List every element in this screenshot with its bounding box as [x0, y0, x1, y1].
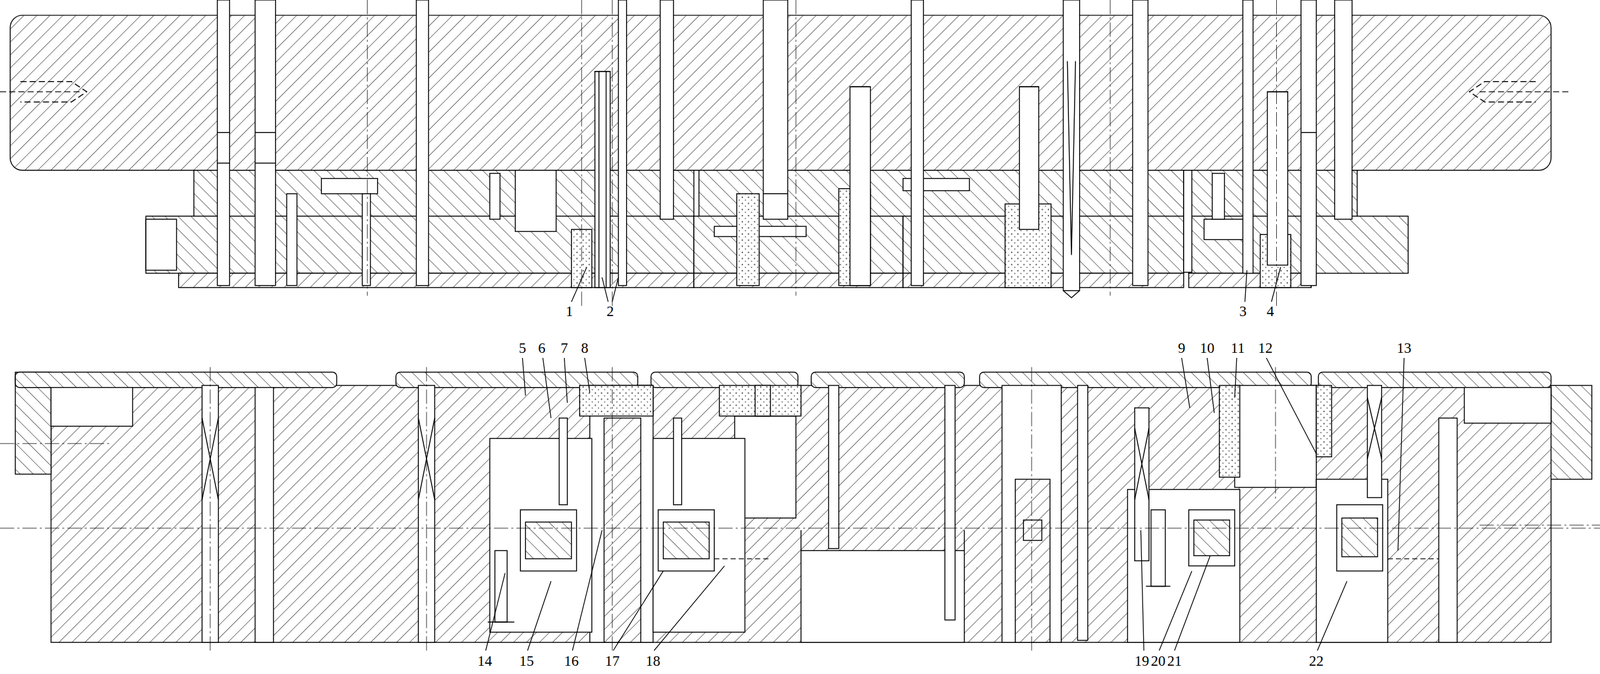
callout-number: 19: [1134, 653, 1149, 669]
callout-number: 5: [518, 340, 527, 355]
callout-number: 6: [537, 340, 546, 355]
callout-number: 1: [565, 303, 574, 319]
leader-lines: [486, 267, 1405, 651]
callout-number: 12: [1257, 340, 1273, 355]
callout-number: 7: [560, 340, 569, 355]
callout-number: 22: [1309, 653, 1324, 669]
callout-number: 21: [1167, 653, 1182, 669]
callout-number: 17: [605, 653, 620, 669]
upper-die: [0, 0, 1572, 307]
callout-number: 11: [1230, 340, 1245, 355]
callout-number: 4: [1266, 303, 1275, 319]
callout-number: 15: [518, 653, 534, 669]
callout-number: 2: [606, 303, 615, 319]
callout-number: 8: [581, 340, 589, 355]
callout-number: 13: [1396, 340, 1412, 355]
callout-number: 18: [645, 653, 661, 669]
callout-number: 16: [563, 653, 579, 669]
callout-number: 10: [1200, 340, 1215, 355]
lower-die: [0, 366, 1600, 653]
callout-number: 20: [1150, 653, 1166, 669]
callout-number: 3: [1239, 303, 1248, 319]
callout-number: 14: [477, 653, 492, 669]
callout-number: 9: [1177, 340, 1186, 355]
